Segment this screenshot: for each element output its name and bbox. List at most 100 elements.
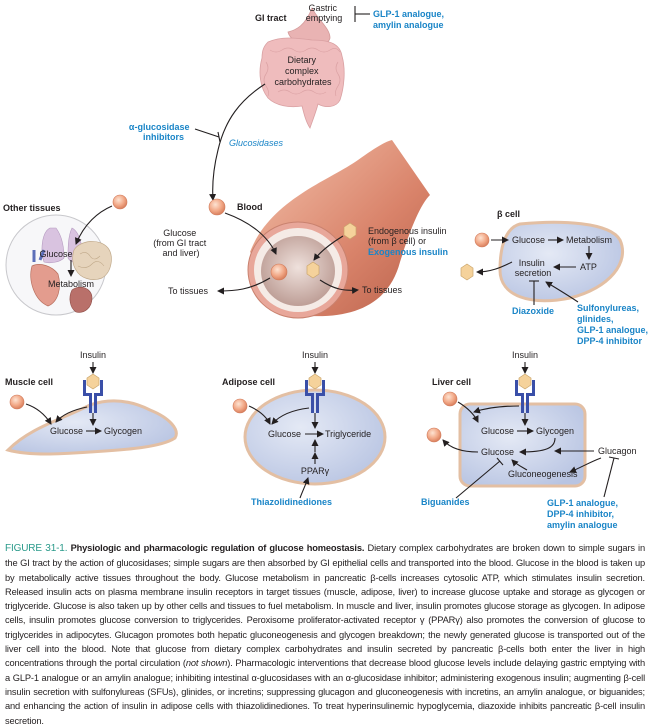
glucose-uptake-arrow: [74, 205, 113, 245]
gastric-emptying-label: Gastric emptying: [306, 3, 343, 23]
blood-region: Blood Glucose (from GI tract and liver) …: [153, 140, 449, 319]
liver-glycogen: Glycogen: [536, 426, 574, 436]
liver-glucagon: Glucagon: [598, 446, 637, 456]
liver-insulin-label: Insulin: [512, 350, 538, 360]
intestines-illustration: [259, 37, 345, 129]
heart-vessels: [32, 249, 46, 262]
brain-illustration: [72, 241, 112, 280]
glucagon-suppressor-drugs: GLP-1 analogue, DPP-4 inhibitor, amylin …: [547, 498, 621, 530]
figure-caption: FIGURE 31-1. Physiologic and pharmacolog…: [5, 541, 645, 728]
liver-cell-title: Liver cell: [432, 377, 471, 387]
insulin-receptor-icon: [305, 373, 325, 413]
blood-glucose-molecule: [208, 198, 226, 216]
insulin-signal-arrow: [473, 405, 520, 414]
beta-cell-title: β cell: [497, 209, 520, 219]
muscle-cell-region: Muscle cell Insulin Glucose Glycogen: [5, 350, 178, 456]
glucose-into-blood-arrow: [224, 212, 277, 255]
muscle-cell-title: Muscle cell: [5, 377, 53, 387]
blood-glucose-label: Glucose (from GI tract and liver): [153, 228, 209, 258]
adipose-glucose: Glucose: [268, 429, 301, 439]
diazoxide-label: Diazoxide: [512, 306, 554, 316]
lung-illustration: [41, 227, 65, 264]
beta-glucose: Glucose: [512, 235, 545, 245]
insulin-release-arrow: [476, 261, 513, 276]
muscle-cell-membrane: [5, 399, 178, 456]
muscle-glucose: Glucose: [50, 426, 83, 436]
brain-folds: [77, 252, 105, 268]
gluconeogenesis-to-glucose-arrow: [511, 459, 528, 471]
adipose-ppar-gamma: PPARγ: [301, 466, 330, 476]
gi-to-blood-arrow: [209, 83, 266, 201]
insulin-signal-arrow: [55, 406, 88, 423]
figure-title: Physiologic and pharmacologic regulation…: [70, 543, 365, 553]
secretagogue-arrow: [545, 281, 579, 303]
glycogenolysis-arrow: [519, 437, 556, 456]
other-tissues-region: Other tissues Glucose Metabolism: [3, 194, 128, 316]
blood-title: Blood: [237, 202, 263, 212]
gi-tract-region: GI tract Dietary complex carbohydrates G…: [129, 3, 447, 201]
glucose-uptake-arrow: [25, 403, 52, 425]
beta-glucose-molecule: [474, 232, 490, 248]
tzd-arrow: [299, 477, 310, 499]
gi-tract-title: GI tract: [255, 13, 287, 23]
other-tissues-title: Other tissues: [3, 203, 61, 213]
insulin-receptor-icon: [83, 373, 103, 413]
kidney-illustration: [69, 286, 93, 313]
liver-gluconeogenesis: Gluconeogenesis: [508, 469, 578, 479]
to-tissues-right: To tissues: [362, 285, 403, 295]
insulin-into-blood-arrow: [313, 235, 344, 261]
biguanides-inhibition-line: [455, 460, 501, 499]
insulin-signal-arrow: [271, 407, 310, 425]
to-tissues-left: To tissues: [168, 286, 209, 296]
glucagon-gluconeogenesis-arrow: [569, 457, 602, 474]
muscle-glucose-molecule: [9, 394, 25, 410]
caption-body-continued: ). Pharmacologic interventions that decr…: [5, 658, 646, 726]
inhibition-bar: [217, 131, 221, 143]
beta-atp: ATP: [580, 262, 597, 272]
adipose-insulin-label: Insulin: [302, 350, 328, 360]
liver-glucose-in: [442, 391, 458, 407]
glucagon-inhibition-line: [603, 457, 615, 498]
inhibition-line: [194, 128, 220, 138]
biguanides-label: Biguanides: [421, 497, 470, 507]
caption-italic: not shown: [185, 658, 228, 669]
glucose-in-lumen: [270, 263, 288, 281]
exogenous-insulin-label: Exogenous insulin: [368, 247, 448, 257]
adipose-glucose-molecule: [232, 398, 248, 414]
beta-insulin-secretion: Insulin secretion: [515, 258, 552, 278]
adipose-triglyceride: Triglyceride: [325, 429, 371, 439]
insulin-receptor-icon: [515, 373, 535, 413]
glucose-uptake-arrow: [457, 401, 479, 423]
glucosidases-label: Glucosidases: [229, 138, 284, 148]
glucose-export-arrow: [442, 439, 479, 453]
gi-content-label: Dietary complex carbohydrates: [274, 55, 332, 87]
gastric-emptying-drugs: GLP-1 analogue, amylin analogue: [373, 9, 447, 30]
thiazolidinediones-label: Thiazolidinediones: [251, 497, 332, 507]
secretagogue-drugs: Sulfonylureas, glinides, GLP-1 analogue,…: [577, 303, 650, 346]
insulin-molecule: [343, 222, 357, 240]
alpha-glucosidase-inhibitors: α-glucosidase inhibitors: [129, 122, 192, 142]
adipose-cell-title: Adipose cell: [222, 377, 275, 387]
glucose-to-tissues-arrow: [217, 277, 271, 295]
insulin-to-tissues-arrow: [319, 279, 359, 294]
secreted-insulin: [460, 263, 474, 281]
endogenous-insulin-label: Endogenous insulin (from β cell) or: [368, 226, 449, 246]
other-tissues-metabolism: Metabolism: [48, 279, 94, 289]
insulin-in-lumen: [306, 261, 320, 279]
muscle-insulin-label: Insulin: [80, 350, 106, 360]
glucose-homeostasis-diagram: GI tract Dietary complex carbohydrates G…: [3, 3, 650, 530]
liver-glucose-top: Glucose: [481, 426, 514, 436]
glucose-uptake-arrow: [248, 405, 271, 425]
beta-metabolism: Metabolism: [566, 235, 612, 245]
adipose-cell-membrane: [243, 388, 387, 486]
other-tissues-glucose: Glucose: [39, 249, 72, 259]
muscle-glycogen: Glycogen: [104, 426, 142, 436]
heart-illustration: [30, 264, 60, 307]
caption-body: Dietary complex carbohydrates are broken…: [5, 543, 645, 669]
liver-glucose-out: [426, 427, 442, 443]
glucose-molecule: [112, 194, 128, 210]
figure-number: FIGURE 31-1.: [5, 543, 68, 554]
biguanides-inhibition-bar: [496, 457, 504, 466]
liver-glucose-bottom: Glucose: [481, 447, 514, 457]
adipose-cell-region: Adipose cell Insulin Glucose Triglycerid…: [222, 350, 387, 507]
